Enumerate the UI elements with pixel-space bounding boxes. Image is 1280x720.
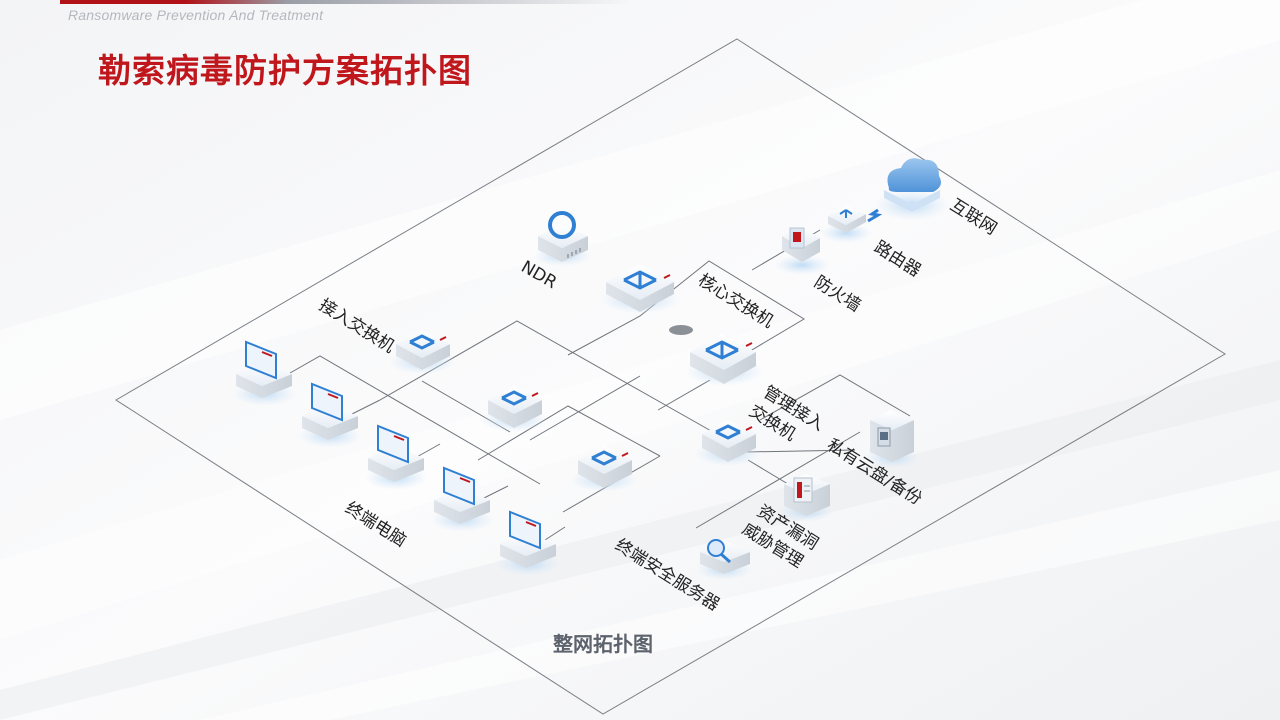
terminals-label: 终端电脑 [341, 498, 409, 551]
page-title: 勒索病毒防护方案拓扑图 [98, 51, 472, 90]
access-switch-icon [388, 330, 456, 374]
core-switch-label: 核心交换机 [694, 270, 777, 332]
terminal-pc-5-icon [496, 510, 560, 576]
private-cloud-storage-icon [864, 410, 920, 468]
internet-label: 互联网 [946, 195, 1000, 239]
firewall-icon [774, 226, 830, 275]
page-subtitle: Ransomware Prevention And Treatment [68, 7, 324, 23]
terminal-pc-2-icon [298, 382, 362, 448]
lower-access-switch-icon [570, 446, 638, 492]
header-accent-bar [60, 0, 630, 4]
management-switch-icon [694, 420, 762, 466]
endpoint-security-server-icon [696, 539, 752, 580]
access-switch-label: 接入交换机 [315, 295, 398, 357]
distribution-switch-icon [480, 386, 548, 432]
terminal-pc-1-icon [232, 340, 296, 406]
diagram-caption: 整网拓扑图 [552, 632, 653, 656]
terminal-pc-3-icon [364, 424, 428, 490]
core-link-connector [669, 325, 693, 335]
router-icon [820, 206, 872, 243]
ndr-icon [532, 211, 592, 266]
connection-lines [289, 229, 911, 541]
firewall-label: 防火墙 [810, 272, 864, 316]
router-label: 路由器 [870, 237, 924, 281]
core-switch-b-icon [684, 334, 764, 386]
internet-cloud-icon [867, 158, 950, 223]
network-platform [115, 38, 1226, 715]
vulnerability-management-icon [778, 474, 834, 522]
core-switch-a-icon [600, 264, 680, 314]
terminal-pc-4-icon [430, 466, 494, 532]
